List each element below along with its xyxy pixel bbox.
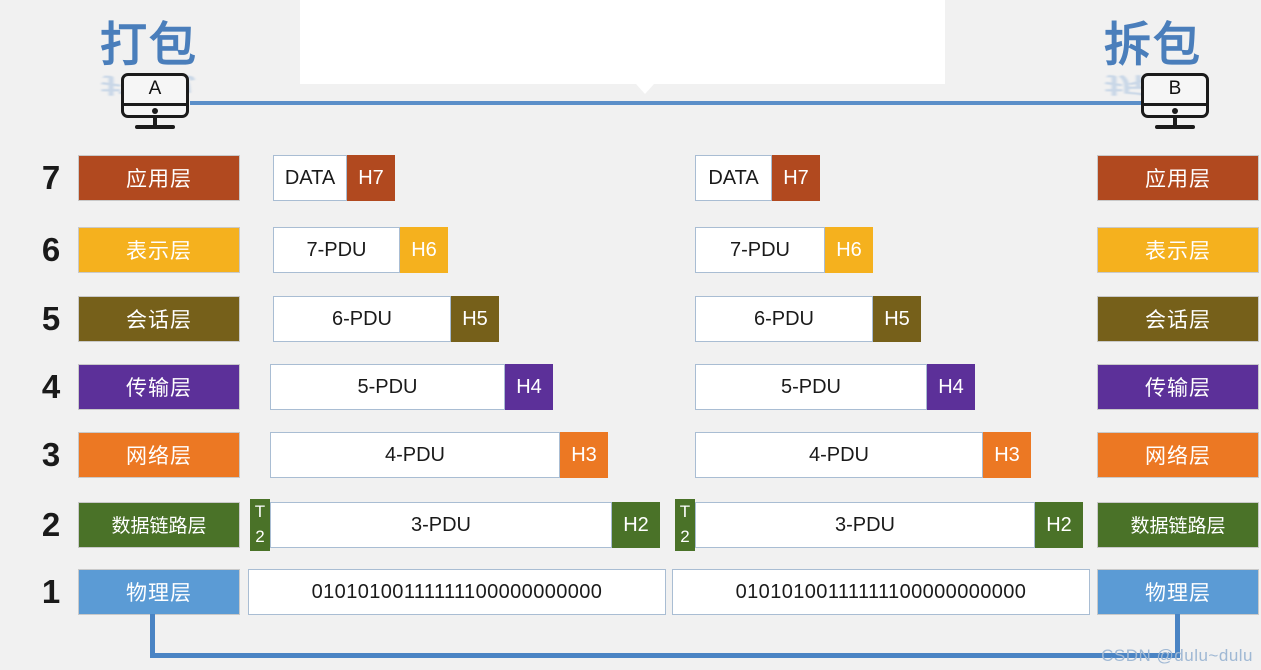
layer-box-right-4[interactable]: 传输层 bbox=[1097, 364, 1259, 410]
computer-b-label: B bbox=[1168, 78, 1182, 99]
layer-box-left-5[interactable]: 会话层 bbox=[78, 296, 240, 342]
layer-box-right-6[interactable]: 表示层 bbox=[1097, 227, 1259, 273]
packing-heading: 打包 打包 bbox=[100, 6, 198, 97]
layer-number-7: 7 bbox=[41, 159, 61, 196]
pdu-row-right-1: 01010100111111100000000000 bbox=[672, 569, 1090, 615]
pdu-header-left-4: H4 bbox=[505, 364, 553, 410]
monitor-stand-base bbox=[1155, 125, 1195, 129]
pdu-body-left-4: 5-PDU bbox=[270, 364, 505, 410]
pdu-header-left-7: H7 bbox=[347, 155, 395, 201]
layer-box-left-1[interactable]: 物理层 bbox=[78, 569, 240, 615]
pdu-header-right-6: H6 bbox=[825, 227, 873, 273]
layer-box-left-7[interactable]: 应用层 bbox=[78, 155, 240, 201]
connector-left-vertical bbox=[150, 614, 155, 658]
pdu-header-right-2: H2 bbox=[1035, 502, 1083, 548]
layer-number-1: 1 bbox=[41, 573, 61, 610]
pdu-header-right-7: H7 bbox=[772, 155, 820, 201]
pdu-body-left-7: DATA bbox=[273, 155, 347, 201]
layer-box-right-5[interactable]: 会话层 bbox=[1097, 296, 1259, 342]
callout-tail bbox=[636, 84, 654, 94]
unpacking-heading-text: 拆包 bbox=[1104, 18, 1202, 73]
layer-box-right-7[interactable]: 应用层 bbox=[1097, 155, 1259, 201]
pdu-body-right-1: 01010100111111100000000000 bbox=[672, 569, 1090, 615]
monitor-stand-neck bbox=[153, 118, 157, 127]
pdu-body-right-2: 3-PDU bbox=[695, 502, 1035, 548]
pdu-body-left-2: 3-PDU bbox=[270, 502, 612, 548]
pdu-header-right-4: H4 bbox=[927, 364, 975, 410]
layer-box-left-6[interactable]: 表示层 bbox=[78, 227, 240, 273]
layer-box-left-3[interactable]: 网络层 bbox=[78, 432, 240, 478]
computer-a-label: A bbox=[148, 78, 162, 99]
monitor-divider bbox=[121, 103, 189, 106]
pdu-header-right-3: H3 bbox=[983, 432, 1031, 478]
pdu-body-left-3: 4-PDU bbox=[270, 432, 560, 478]
pdu-body-left-5: 6-PDU bbox=[273, 296, 451, 342]
watermark: CSDN @dulu~dulu bbox=[1101, 646, 1253, 665]
pdu-body-left-1: 01010100111111100000000000 bbox=[248, 569, 666, 615]
pdu-header-left-5: H5 bbox=[451, 296, 499, 342]
pdu-body-left-6: 7-PDU bbox=[273, 227, 400, 273]
layer-box-left-2[interactable]: 数据链路层 bbox=[78, 502, 240, 548]
layer-box-left-4[interactable]: 传输层 bbox=[78, 364, 240, 410]
pdu-row-left-1: 01010100111111100000000000 bbox=[248, 569, 666, 615]
pdu-header-left-3: H3 bbox=[560, 432, 608, 478]
pdu-header-left-6: H6 bbox=[400, 227, 448, 273]
layer-box-right-2[interactable]: 数据链路层 bbox=[1097, 502, 1259, 548]
pdu-body-right-3: 4-PDU bbox=[695, 432, 983, 478]
computer-b-icon: B bbox=[1141, 73, 1215, 133]
layer-number-4: 4 bbox=[41, 368, 61, 405]
layer-box-right-1[interactable]: 物理层 bbox=[1097, 569, 1259, 615]
packing-heading-text: 打包 bbox=[100, 18, 198, 73]
connector-bottom-horizontal bbox=[150, 653, 1180, 658]
monitor-dot bbox=[1172, 108, 1178, 114]
pdu-body-right-5: 6-PDU bbox=[695, 296, 873, 342]
pdu-body-right-4: 5-PDU bbox=[695, 364, 927, 410]
network-link-line bbox=[190, 101, 1142, 105]
layer-number-6: 6 bbox=[41, 231, 61, 268]
connector-right-vertical bbox=[1175, 614, 1180, 658]
layer-number-5: 5 bbox=[41, 300, 61, 337]
computer-a-icon: A bbox=[121, 73, 195, 133]
pdu-body-right-7: DATA bbox=[695, 155, 772, 201]
unpacking-heading: 拆包 拆包 bbox=[1104, 6, 1202, 97]
monitor-stand-neck bbox=[1173, 118, 1177, 127]
pdu-body-right-6: 7-PDU bbox=[695, 227, 825, 273]
monitor-stand-base bbox=[135, 125, 175, 129]
pdu-header-left-2: H2 bbox=[612, 502, 660, 548]
layer-number-3: 3 bbox=[41, 436, 61, 473]
layer-number-2: 2 bbox=[41, 506, 61, 543]
layer-box-right-3[interactable]: 网络层 bbox=[1097, 432, 1259, 478]
blank-callout-box bbox=[300, 0, 945, 84]
monitor-dot bbox=[152, 108, 158, 114]
pdu-header-right-5: H5 bbox=[873, 296, 921, 342]
monitor-divider bbox=[1141, 103, 1209, 106]
